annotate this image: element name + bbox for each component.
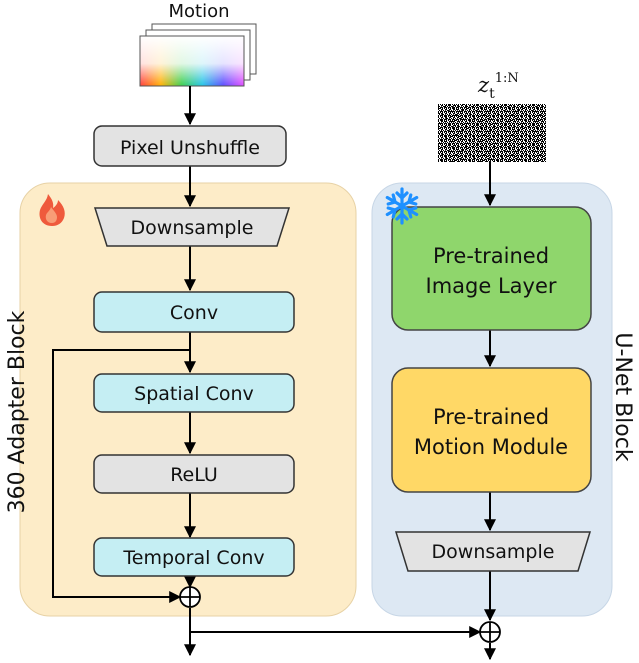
pixel-unshuffle-node — [93, 125, 287, 167]
temporal-conv-node — [93, 537, 295, 577]
latent-label: zt1:N — [477, 71, 519, 102]
motion-frames-image — [139, 23, 257, 87]
image-layer-node — [391, 206, 592, 331]
motion-module-node — [391, 367, 592, 493]
motion-label: Motion — [168, 1, 229, 22]
motion-module-label-line2: Motion Module — [414, 435, 568, 459]
adapter-downsample-label: Downsample — [131, 217, 254, 239]
image-layer-label-line1: Pre-trained — [433, 244, 549, 268]
motion-module-label-line1: Pre-trained — [433, 405, 549, 429]
unet-block-title: U-Net Block — [610, 332, 635, 461]
conv-label: Conv — [170, 302, 218, 324]
temporal-conv-label: Temporal Conv — [122, 547, 264, 569]
unet-downsample-node — [394, 531, 592, 572]
spatial-conv-label: Spatial Conv — [134, 383, 254, 405]
image-layer-label-line2: Image Layer — [426, 274, 557, 298]
fire-icon — [39, 194, 65, 226]
snowflake-icon — [385, 187, 419, 225]
pixel-unshuffle-label: Pixel Unshuffle — [120, 137, 260, 159]
unet-downsample-label: Downsample — [432, 541, 555, 563]
relu-node — [93, 454, 295, 494]
conv-node — [93, 291, 295, 333]
noise-latent-image — [438, 104, 546, 162]
spatial-conv-node — [93, 373, 295, 413]
adapter-downsample-node — [93, 207, 291, 247]
unet-sum-node — [479, 621, 501, 643]
relu-label: ReLU — [170, 464, 218, 486]
adapter-sum-node — [179, 586, 201, 608]
adapter-block-title: 360 Adapter Block — [5, 310, 30, 513]
